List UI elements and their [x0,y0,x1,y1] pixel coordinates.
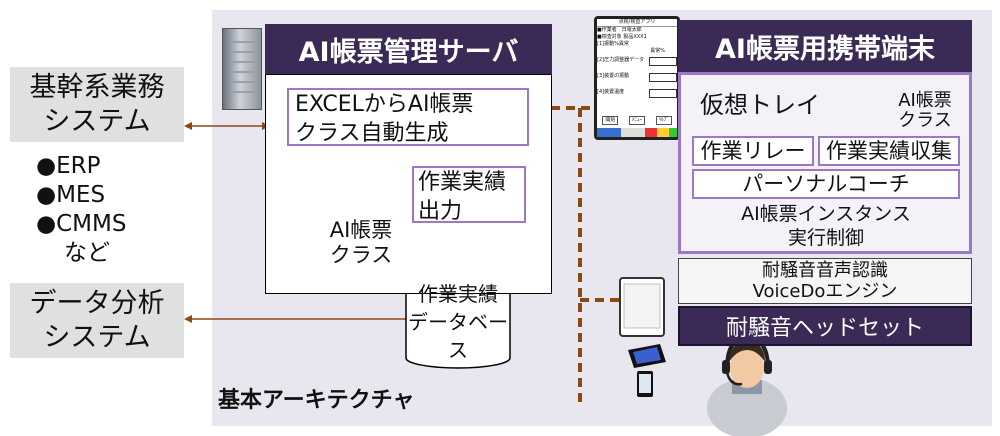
work-database-label: 作業実績 データベース [404,282,512,362]
mobile-class-label: AI帳票 クラス [884,91,966,131]
work-output-box: 作業実績 出力 [412,166,526,224]
phone-start-button[interactable]: 開始 [602,116,619,125]
database-body [405,270,511,369]
phone-row-worker: ■作業者 日電太郎 [597,27,642,33]
tablet-screen [623,283,661,329]
personal-coach-box: パーソナルコーチ [692,169,960,199]
worker-face [730,348,764,388]
work-output-line1: 作業実績 [418,170,507,195]
smartphone-screen [639,374,651,393]
phone-device: 点検/検査アプリ ■作業者 日電太郎 ■検査対象 製品XXX1 [1]振動%異常… [594,16,680,140]
phone-field-vibration-input[interactable] [649,73,677,82]
work-relay-box: 作業リレー [692,136,814,166]
excel-line1: EXCELからAI帳票 [295,92,474,117]
voice-line2: VoiceDoエンジン [752,281,898,302]
phone-field-pressure-label: [2]圧力調整器データ [597,57,645,63]
architecture-label: 基本アーキテクチャ [218,388,415,413]
bullet-etc: など [64,240,110,266]
core-system-line1: 基幹系業務 [29,71,165,103]
worker-hair [729,341,765,362]
phone-sub-label: 異常% [650,48,665,54]
server-rack-icon [222,28,262,110]
work-collect-box: 作業実績収集 [818,136,960,166]
excel-auto-generate-box: EXCELからAI帳票 クラス自動生成 [287,88,529,146]
core-arrow-head-left [184,122,192,130]
phone-app-title: 点検/検査アプリ [597,19,677,27]
bullet-erp: ●ERP [36,153,101,179]
headset-earcup-left [722,360,730,374]
instance-line1: AI帳票インスタンス [741,203,911,225]
server-class-line1: AI帳票 [329,218,393,242]
virtual-tray-label: 仮想トレイ [700,91,820,119]
landscape-tablet-screen [633,347,661,364]
instance-control-label: AI帳票インスタンス 実行制御 [690,201,962,251]
phone-field-vibration-label: [3]装置の振動 [597,73,630,79]
phone-field-vibration[interactable]: [3]装置の振動 [597,73,677,82]
phone-screen: 点検/検査アプリ ■作業者 日電太郎 ■検査対象 製品XXX1 [1]振動%異常… [597,19,677,137]
phone-help-button[interactable]: ﾍﾙﾌﾟ [655,116,672,125]
phone-field-temp[interactable]: [4]装置温度 [597,89,677,98]
instance-line2: 実行制御 [787,227,864,249]
phone-button-row: 開始 ﾒﾆｭｰ ﾍﾙﾌﾟ [597,116,677,125]
analysis-system-line2: システム [43,321,151,353]
noise-headset-box: 耐騒音ヘッドセット [678,306,972,346]
excel-line2: クラス自動生成 [295,121,449,146]
voice-line1: 耐騒音音声認識 [762,260,888,281]
data-analysis-system: データ分析 システム [10,283,184,358]
server-class-line2: クラス [329,243,393,267]
analysis-arrow-head [184,315,192,323]
worker-body [707,378,787,436]
server-title: AI帳票管理サーバ [265,24,552,74]
phone-field-pressure[interactable]: [2]圧力調整器データ [597,57,677,66]
database-line1: 作業実績 [418,282,498,306]
mobile-class-line1: AI帳票 [898,90,952,111]
headset-mic [725,371,743,386]
phone-menu-button[interactable]: ﾒﾆｭｰ [628,116,645,125]
bullet-cmms: ●CMMS [36,211,127,237]
core-business-system: 基幹系業務 システム [10,67,184,142]
core-system-line2: システム [43,105,151,137]
phone-field-temp-label: [4]装置温度 [597,89,625,95]
headset-earcup-right [764,360,772,374]
phone-status-bar [597,128,677,137]
phone-field-temp-input[interactable] [649,89,677,98]
mobile-title: AI帳票用携帯端末 [678,20,972,72]
work-output-line2: 出力 [418,199,463,224]
phone-row-target: ■検査対象 製品XXX1 [597,34,647,40]
phone-field-pressure-input[interactable] [649,57,677,66]
mobile-class-line2: クラス [898,110,952,131]
server-class-label: AI帳票 クラス [312,214,410,272]
bullet-mes: ●MES [36,182,106,208]
system-bullet-list: ●ERP ●MES ●CMMS など [36,152,196,268]
analysis-system-line1: データ分析 [29,287,165,319]
phone-row-vibration: [1]振動%異常 [597,41,629,47]
database-line2: データベース [408,310,508,362]
voice-recognition-box: 耐騒音音声認識 VoiceDoエンジン [678,258,972,304]
